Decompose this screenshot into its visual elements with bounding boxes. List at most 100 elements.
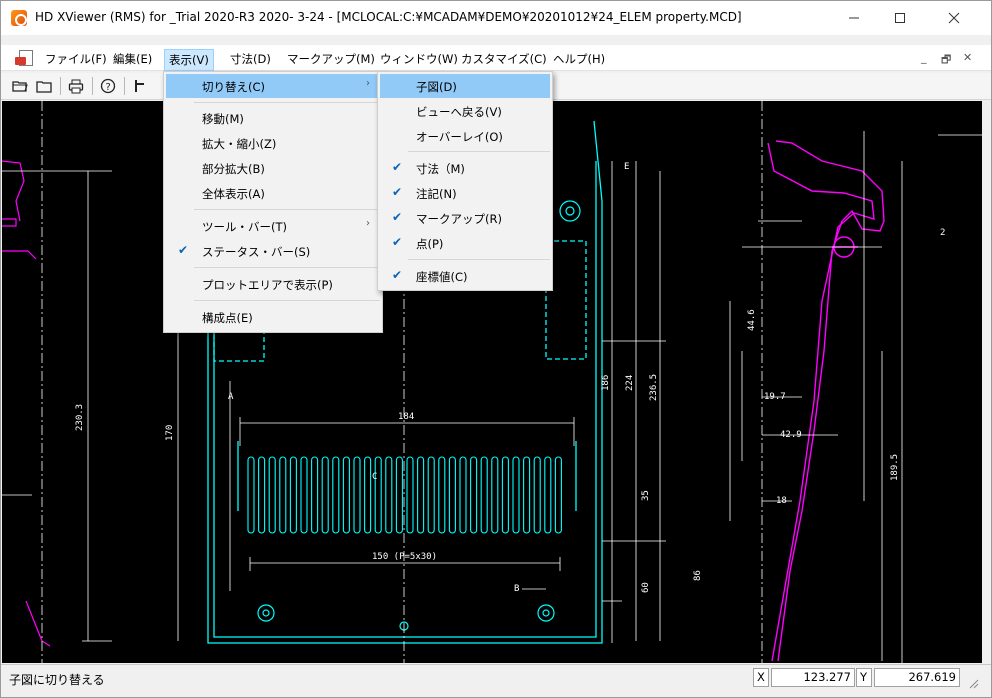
scrollbar-edge[interactable] <box>982 101 991 663</box>
resize-grip-icon[interactable] <box>967 677 979 689</box>
drawing-label-170: 170 <box>165 425 175 441</box>
mdi-restore-icon[interactable]: 🗗 <box>941 53 952 66</box>
close-button[interactable] <box>931 1 977 35</box>
cooling-fin <box>321 456 329 534</box>
submenu-item-annotation[interactable]: ✔ 注記(N) <box>391 185 457 201</box>
cooling-fin <box>448 456 456 534</box>
cooling-fin <box>406 456 414 534</box>
x-coord-label: X <box>753 668 769 687</box>
cooling-fin <box>554 456 562 534</box>
view-menu-item-move[interactable]: 移動(M) <box>202 112 244 126</box>
drawing-label-18: 18 <box>776 496 787 506</box>
cooling-fin <box>501 456 509 534</box>
drawing-label-a: A <box>228 392 234 402</box>
maximize-icon <box>895 13 905 23</box>
cooling-fin <box>353 456 361 534</box>
submenu-item-back-to-view[interactable]: ビューへ戻る(V) <box>416 105 502 119</box>
mdi-close-icon[interactable]: ✕ <box>963 51 973 64</box>
minimize-button[interactable] <box>831 1 877 35</box>
y-coord-value: 267.619 <box>874 668 960 687</box>
submenu-item-dimension[interactable]: ✔ 寸法（M) <box>391 160 465 176</box>
drawing-label-2: 2 <box>940 228 945 238</box>
app-logo-icon <box>11 10 27 26</box>
menu-file[interactable]: ファイル(F) <box>45 52 107 66</box>
cooling-fin <box>427 456 435 534</box>
view-menu-item-switch[interactable]: 切り替え(C) › <box>166 74 380 98</box>
drawing-label-19-7: 19.7 <box>764 392 786 402</box>
cooling-fin <box>512 456 520 534</box>
drawing-label-c: C <box>372 472 377 482</box>
checkmark-icon: ✔ <box>391 185 403 199</box>
cooling-fin <box>395 456 403 534</box>
toolbar-extra-icon[interactable] <box>129 76 151 96</box>
submenu-arrow-icon: › <box>366 78 370 89</box>
drawing-label-42-9: 42.9 <box>780 430 802 440</box>
help-icon[interactable]: ? <box>97 76 119 96</box>
view-menu-item-plot-area[interactable]: プロットエリアで表示(P) <box>202 278 333 292</box>
window-title: HD XViewer (RMS) for _Trial 2020-R3 2020… <box>35 10 742 24</box>
menu-dimension[interactable]: 寸法(D) <box>230 52 271 66</box>
x-coord-value: 123.277 <box>771 668 855 687</box>
drawing-label-150: 150 (P=5x30) <box>372 552 437 562</box>
drawing-label-60: 60 <box>641 582 651 593</box>
open-folder-icon[interactable] <box>9 76 31 96</box>
submenu-item-child-view[interactable]: 子図(D) <box>380 74 550 98</box>
y-coord-label: Y <box>856 668 872 687</box>
cooling-fin <box>385 456 393 534</box>
view-menu-item-zoom[interactable]: 拡大・縮小(Z) <box>202 137 277 151</box>
cooling-fin <box>544 456 552 534</box>
submenu-item-markup[interactable]: ✔ マークアップ(R) <box>391 210 502 226</box>
status-bar: 子図に切り替える X 123.277 Y 267.619 <box>1 664 991 697</box>
cooling-fin <box>480 456 488 534</box>
title-bar[interactable]: HD XViewer (RMS) for _Trial 2020-R3 2020… <box>1 1 991 35</box>
view-menu-item-statusbar[interactable]: ✔ ステータス・バー(S) <box>177 243 311 259</box>
svg-text:?: ? <box>105 82 111 93</box>
submenu-item-overlay[interactable]: オーバーレイ(O) <box>416 130 503 144</box>
document-icon[interactable] <box>15 50 33 66</box>
menu-window[interactable]: ウィンドウ(W) <box>380 52 458 66</box>
cooling-fin <box>459 456 467 534</box>
view-menu-item-toolbar[interactable]: ツール・バー(T) › <box>202 218 370 234</box>
menu-customize[interactable]: カスタマイズ(C) <box>461 52 547 66</box>
menu-bar: ファイル(F) 編集(E) 表示(V) 寸法(D) マークアップ(M) ウィンド… <box>1 45 991 71</box>
cooling-fin <box>364 456 372 534</box>
minimize-icon <box>849 17 859 19</box>
menu-markup[interactable]: マークアップ(M) <box>287 52 375 66</box>
cooling-fin <box>279 456 287 534</box>
cooling-fin <box>311 456 319 534</box>
cooling-fin <box>342 456 350 534</box>
view-menu-item-construction-points[interactable]: 構成点(E) <box>202 311 253 325</box>
cooling-fin <box>470 456 478 534</box>
drawing-label-44-6: 44.6 <box>747 309 757 331</box>
cooling-fin <box>258 456 266 534</box>
view-menu-dropdown: 切り替え(C) › 移動(M) 拡大・縮小(Z) 部分拡大(B) 全体表示(A)… <box>163 71 383 333</box>
drawing-label-236-5: 236.5 <box>649 374 659 401</box>
print-icon[interactable] <box>65 76 87 96</box>
menu-help[interactable]: ヘルプ(H) <box>553 52 606 66</box>
menu-edit[interactable]: 編集(E) <box>113 52 153 66</box>
close-icon <box>948 12 960 24</box>
cooling-fin <box>533 456 541 534</box>
checkmark-icon: ✔ <box>391 160 403 174</box>
maximize-button[interactable] <box>877 1 923 35</box>
folder-icon[interactable] <box>33 76 55 96</box>
checkmark-icon: ✔ <box>391 268 403 282</box>
drawing-label-86: 86 <box>693 570 703 581</box>
mdi-minimize-icon[interactable]: _ <box>921 51 927 64</box>
cad-drawing: 230.3 <box>2 101 982 663</box>
drawing-label-189-5: 189.5 <box>890 454 900 481</box>
submenu-item-coordinates[interactable]: ✔ 座標値(C) <box>391 268 468 284</box>
submenu-arrow-icon: › <box>366 218 370 229</box>
view-menu-item-fit-all[interactable]: 全体表示(A) <box>202 187 265 201</box>
menu-view[interactable]: 表示(V) <box>164 49 214 71</box>
cooling-fin <box>417 456 425 534</box>
cooling-fin <box>523 456 531 534</box>
cooling-fin <box>289 456 297 534</box>
drawing-label-186: 186 <box>601 375 611 391</box>
cooling-fin <box>491 456 499 534</box>
drawing-label-b: B <box>514 584 519 594</box>
drawing-label-e: E <box>624 162 629 172</box>
checkmark-icon: ✔ <box>391 210 403 224</box>
submenu-item-point[interactable]: ✔ 点(P) <box>391 235 444 251</box>
view-menu-item-partial-zoom[interactable]: 部分拡大(B) <box>202 162 265 176</box>
